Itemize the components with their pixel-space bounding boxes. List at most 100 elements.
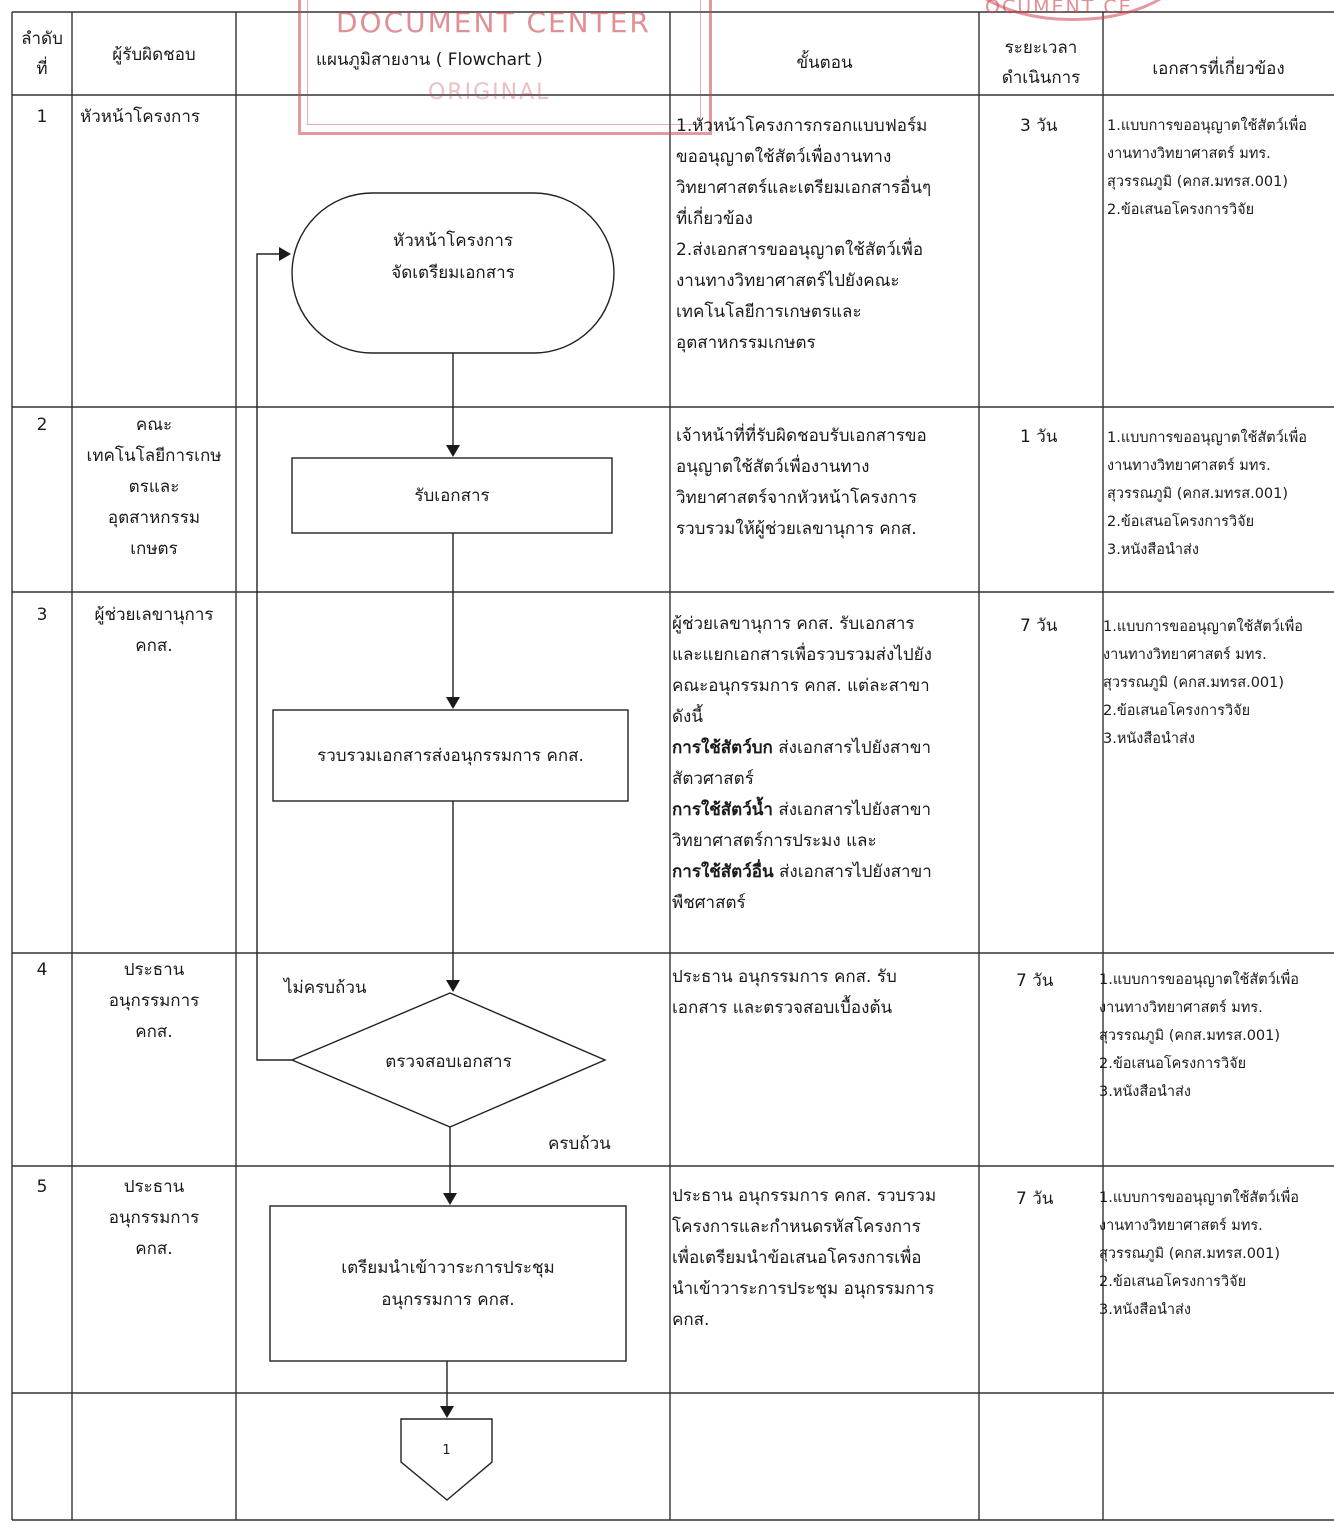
row-4-owner-line: คกส. — [135, 1022, 173, 1042]
stamp-text-top: DOCUMENT CENTER — [336, 6, 651, 39]
collect-process-shape — [272, 709, 629, 802]
row-5-docs: 1.แบบการขออนุญาตใช้สัตว์เพื่อ งานทางวิทย… — [1099, 1184, 1334, 1324]
row-5-step-line: เพื่อเตรียมนำข้อเสนอโครงการเพื่อ — [672, 1248, 922, 1268]
start-terminal-line1: หัวหน้าโครงการ — [392, 231, 514, 251]
row-5-doc-line: งานทางวิทยาศาสตร์ มทร. — [1099, 1218, 1263, 1234]
row-2-steps: เจ้าหน้าที่ที่รับผิดชอบรับเอกสารขอ อนุญา… — [676, 421, 976, 545]
row-1-step-line: ขออนุญาตใช้สัตว์เพื่องานทาง — [676, 147, 892, 167]
row-5-owner-line: ประธาน — [123, 1177, 185, 1197]
row-1-doc-line: งานทางวิทยาศาสตร์ มทร. — [1107, 146, 1271, 162]
offpage-connector-label: 1 — [442, 1443, 451, 1458]
row-4-step-line: เอกสาร และตรวจสอบเบื้องต้น — [672, 998, 893, 1018]
row-5-step-line: โครงการและกำหนดรหัสโครงการ — [672, 1217, 921, 1237]
row-1-step-line: อุตสาหกรรมเกษตร — [676, 333, 816, 353]
header-steps: ขั้นตอน — [796, 53, 853, 73]
row-3-step-line: และแยกเอกสารเพื่อรวบรวมส่งไปยัง — [672, 645, 932, 665]
row-5-duration: 7 วัน — [1016, 1189, 1054, 1209]
row-3-step-line: ดังนี้ — [672, 707, 703, 727]
row-3-item-land-bold: การใช้สัตว์บก — [672, 738, 773, 758]
row-3-doc-line: 3.หนังสือนำส่ง — [1103, 731, 1195, 747]
row-2-duration: 1 วัน — [1020, 427, 1058, 447]
row-1-doc-line: 1.แบบการขออนุญาตใช้สัตว์เพื่อ — [1107, 118, 1308, 134]
row-3-owner-line: ผู้ช่วยเลขานุการ — [94, 605, 214, 625]
row-1-step-line: เทคโนโลยีการเกษตรและ — [676, 302, 862, 322]
row-2-no: 2 — [36, 415, 48, 435]
header-duration: ระยะเวลา ดำเนินการ — [979, 33, 1103, 93]
row-5-owner-line: คกส. — [135, 1239, 173, 1259]
header-duration-line2: ดำเนินการ — [1001, 68, 1081, 88]
prepare-line2: อนุกรรมการ คกส. — [381, 1290, 515, 1310]
row-1-steps: 1.หัวหน้าโครงการกรอกแบบฟอร์ม ขออนุญาตใช้… — [676, 111, 976, 359]
row-5-step-line: นำเข้าวาระการประชุม อนุกรรมการ — [672, 1279, 935, 1299]
row-2-doc-line: 2.ข้อเสนอโครงการวิจัย — [1107, 514, 1255, 530]
row-2-step-line: รวบรวมให้ผู้ช่วยเลขานุการ คกส. — [676, 519, 917, 539]
prepare-process-shape — [269, 1205, 627, 1362]
row-3-item-other-rest: ส่งเอกสารไปยังสาขา — [773, 862, 932, 882]
row-2-docs: 1.แบบการขออนุญาตใช้สัตว์เพื่อ งานทางวิทย… — [1107, 424, 1334, 564]
check-decision-label: ตรวจสอบเอกสาร — [385, 1052, 512, 1072]
row-2-doc-line: 1.แบบการขออนุญาตใช้สัตว์เพื่อ — [1107, 430, 1308, 446]
row-5-step-line: ประธาน อนุกรรมการ คกส. รวบรวม — [672, 1186, 937, 1206]
row-2-owner-line: อุตสาหกรรม — [107, 508, 201, 528]
row-5-doc-line: สุวรรณภูมิ (คกส.มทรส.001) — [1099, 1246, 1281, 1262]
row-2-step-line: อนุญาตใช้สัตว์เพื่องานทาง — [676, 457, 870, 477]
row-3-doc-line: งานทางวิทยาศาสตร์ มทร. — [1103, 647, 1267, 663]
row-3-owner-line: คกส. — [135, 636, 173, 656]
row-4-doc-line: 2.ข้อเสนอโครงการวิจัย — [1099, 1056, 1247, 1072]
row-4-docs: 1.แบบการขออนุญาตใช้สัตว์เพื่อ งานทางวิทย… — [1099, 966, 1334, 1106]
row-3-item-aquatic-rest: ส่งเอกสารไปยังสาขา — [772, 800, 932, 820]
row-4-owner-line: ประธาน — [123, 960, 185, 980]
row-1-step-line: ที่เกี่ยวข้อง — [676, 209, 753, 229]
header-owner: ผู้รับผิดชอบ — [112, 45, 196, 65]
row-3-item-aquatic: การใช้สัตว์น้ำ ส่งเอกสารไปยังสาขา — [672, 795, 977, 826]
row-3-item-other-bold: การใช้สัตว์อื่น — [672, 862, 774, 882]
row-5-owner-line: อนุกรรมการ — [108, 1208, 200, 1228]
row-4-doc-line: 1.แบบการขออนุญาตใช้สัตว์เพื่อ — [1099, 972, 1300, 988]
row-2-doc-line: งานทางวิทยาศาสตร์ มทร. — [1107, 458, 1271, 474]
row-3-item-other: การใช้สัตว์อื่น ส่งเอกสารไปยังสาขา — [672, 857, 977, 888]
header-seq-line1: ลำดับ — [21, 29, 63, 49]
row-5-no: 5 — [36, 1177, 48, 1197]
header-flowchart: แผนภูมิสายงาน ( Flowchart ) — [316, 50, 543, 70]
row-2-owner-line: เทคโนโลยีการเกษ — [86, 446, 222, 466]
start-terminal-label: หัวหน้าโครงการ จัดเตรียมเอกสาร — [292, 225, 614, 289]
row-4-owner-line: อนุกรรมการ — [108, 991, 200, 1011]
row-3-item-other-cont: พืชศาสตร์ — [672, 893, 746, 913]
row-1-step-line: 1.หัวหน้าโครงการกรอกแบบฟอร์ม — [676, 116, 928, 136]
row-4-no: 4 — [36, 960, 48, 980]
row-5-steps: ประธาน อนุกรรมการ คกส. รวบรวม โครงการและ… — [672, 1181, 977, 1336]
row-5-doc-line: 3.หนังสือนำส่ง — [1099, 1302, 1191, 1318]
row-3-item-land: การใช้สัตว์บก ส่งเอกสารไปยังสาขา — [672, 733, 977, 764]
row-3-steps: ผู้ช่วยเลขานุการ คกส. รับเอกสาร และแยกเอ… — [672, 609, 977, 919]
document-center-stamp-inner — [307, 0, 701, 125]
row-4-owner: ประธาน อนุกรรมการ คกส. — [72, 955, 236, 1048]
row-1-doc-line: 2.ข้อเสนอโครงการวิจัย — [1107, 202, 1255, 218]
row-1-step-line: วิทยาศาสตร์และเตรียมเอกสารอื่นๆ — [676, 178, 932, 198]
row-1-no: 1 — [36, 107, 48, 127]
row-2-step-line: เจ้าหน้าที่ที่รับผิดชอบรับเอกสารขอ — [676, 426, 927, 446]
row-4-doc-line: งานทางวิทยาศาสตร์ มทร. — [1099, 1000, 1263, 1016]
row-3-doc-line: 2.ข้อเสนอโครงการวิจัย — [1103, 703, 1251, 719]
document-center-stamp — [298, 0, 712, 135]
row-5-doc-line: 2.ข้อเสนอโครงการวิจัย — [1099, 1274, 1247, 1290]
row-1-step-line: งานทางวิทยาศาสตร์ไปยังคณะ — [676, 271, 900, 291]
row-1-owner: หัวหน้าโครงการ — [80, 102, 236, 133]
row-4-step-line: ประธาน อนุกรรมการ คกส. รับ — [672, 967, 897, 987]
row-3-item-land-cont: สัตวศาสตร์ — [672, 769, 754, 789]
row-2-doc-line: 3.หนังสือนำส่ง — [1107, 542, 1199, 558]
row-1-owner-line: หัวหน้าโครงการ — [80, 107, 201, 127]
row-3-duration: 7 วัน — [1020, 616, 1058, 636]
receive-process-shape — [291, 457, 613, 534]
row-3-item-aquatic-bold: การใช้สัตว์น้ำ — [672, 800, 773, 820]
start-terminal-shape — [291, 192, 615, 354]
row-3-item-land-rest: ส่งเอกสารไปยังสาขา — [772, 738, 931, 758]
row-2-owner-line: คณะ — [135, 415, 173, 435]
row-5-owner: ประธาน อนุกรรมการ คกส. — [72, 1172, 236, 1265]
row-1-doc-line: สุวรรณภูมิ (คกส.มทรส.001) — [1107, 174, 1289, 190]
start-terminal-line2: จัดเตรียมเอกสาร — [391, 263, 515, 283]
prepare-process-label: เตรียมนำเข้าวาระการประชุม อนุกรรมการ คกส… — [270, 1252, 626, 1316]
row-4-steps: ประธาน อนุกรรมการ คกส. รับ เอกสาร และตรว… — [672, 962, 977, 1024]
row-1-duration: 3 วัน — [1020, 116, 1058, 136]
row-5-step-line: คกส. — [672, 1310, 710, 1330]
